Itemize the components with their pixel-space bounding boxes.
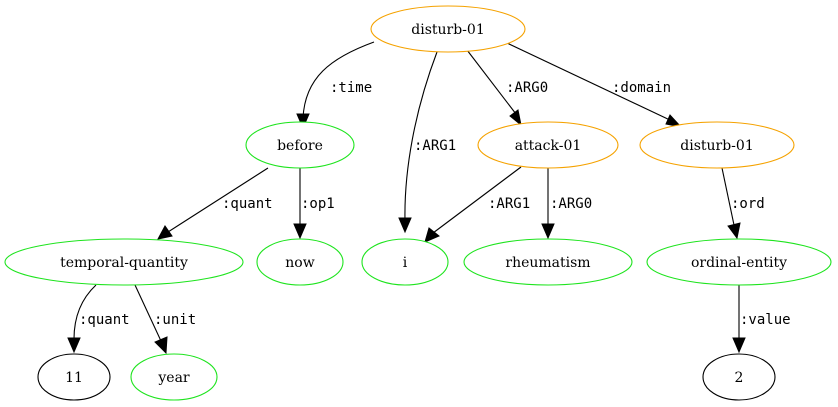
node-ellipse <box>361 238 449 286</box>
node-year[interactable]: year <box>130 353 218 401</box>
node-label: now <box>285 255 314 271</box>
node-label: attack-01 <box>515 138 582 154</box>
edge-attack-i: :ARG1 <box>424 166 530 243</box>
node-label: 2 <box>735 370 744 386</box>
node-ellipse <box>477 121 619 169</box>
edge-arrowhead <box>296 113 310 130</box>
node-two[interactable]: 2 <box>702 353 776 401</box>
edges-layer: :time :ARG1 :ARG0 :domain :quant <box>67 41 791 355</box>
edge-attack-rheumatism: :ARG0 <box>541 168 592 240</box>
edge-line <box>721 167 735 226</box>
edge-temporal-year: :unit <box>134 284 196 355</box>
node-disturb-domain[interactable]: disturb-01 <box>639 121 795 169</box>
node-ellipse <box>37 353 111 401</box>
edge-label-arg0-root: :ARG0 <box>506 80 548 96</box>
node-ellipse <box>646 238 832 286</box>
node-label: disturb-01 <box>680 138 753 154</box>
node-ellipse <box>4 238 244 286</box>
edge-disturb-domain: :domain <box>506 42 683 128</box>
edge-label-arg1-root: :ARG1 <box>414 138 456 154</box>
node-attack[interactable]: attack-01 <box>477 121 619 169</box>
edge-arrowhead <box>293 223 307 240</box>
edge-line <box>167 167 269 233</box>
edge-line <box>134 284 162 342</box>
edge-label-domain: :domain <box>612 80 671 96</box>
edge-disturb-attack: :ARG0 <box>466 49 548 127</box>
node-ordinal-entity[interactable]: ordinal-entity <box>646 238 832 286</box>
edge-before-temporal: :quant <box>157 167 273 240</box>
node-label: ordinal-entity <box>691 255 787 271</box>
edge-temporal-eleven: :quant <box>67 284 130 354</box>
edge-line <box>506 42 673 122</box>
node-temporal-quantity[interactable]: temporal-quantity <box>4 238 244 286</box>
edge-domain-ordinal: :ord <box>721 167 765 240</box>
edge-label-value: :value <box>740 312 791 328</box>
edge-line <box>404 51 438 222</box>
edge-label-unit: :unit <box>154 312 196 328</box>
node-label: before <box>277 138 323 154</box>
edge-arrowhead <box>67 337 81 354</box>
edge-line <box>302 41 375 119</box>
edge-label-ord: :ord <box>731 196 765 212</box>
edge-label-arg1-attack: :ARG1 <box>488 196 530 212</box>
edge-label-quant-before: :quant <box>222 196 273 212</box>
edge-label-op1: :op1 <box>301 196 335 212</box>
node-ellipse <box>463 238 633 286</box>
node-disturb-root[interactable]: disturb-01 <box>370 5 526 53</box>
node-rheumatism[interactable]: rheumatism <box>463 238 633 286</box>
edge-label-quant-temporal: :quant <box>79 312 130 328</box>
edge-before-now: :op1 <box>293 168 335 240</box>
edge-label-arg0-attack: :ARG0 <box>550 196 592 212</box>
node-ellipse <box>370 5 526 53</box>
edge-arrowhead <box>727 222 741 240</box>
node-now[interactable]: now <box>256 238 344 286</box>
edge-ordinal-two: :value <box>732 285 791 354</box>
edge-line <box>466 49 517 115</box>
node-label: rheumatism <box>505 255 590 271</box>
node-before[interactable]: before <box>245 121 355 169</box>
edge-arrowhead <box>509 109 522 127</box>
node-ellipse <box>702 353 776 401</box>
node-label: year <box>157 370 190 386</box>
edge-arrowhead <box>157 225 173 240</box>
edge-line <box>73 284 97 340</box>
node-ellipse <box>130 353 218 401</box>
node-label: i <box>403 255 408 271</box>
node-label: disturb-01 <box>411 22 484 38</box>
edge-disturb-i: :ARG1 <box>398 51 456 234</box>
edge-arrowhead <box>732 337 746 354</box>
node-ellipse <box>256 238 344 286</box>
edge-label-time: :time <box>330 80 372 96</box>
edge-arrowhead <box>398 217 412 234</box>
node-ellipse <box>245 121 355 169</box>
edge-arrowhead <box>424 227 440 243</box>
nodes-layer: disturb-01 before attack-01 disturb-01 t… <box>4 5 832 401</box>
node-i[interactable]: i <box>361 238 449 286</box>
edge-arrowhead <box>154 336 168 355</box>
node-eleven[interactable]: 11 <box>37 353 111 401</box>
edge-arrowhead <box>541 223 555 240</box>
edge-disturb-before: :time <box>296 41 375 130</box>
node-label: 11 <box>65 370 83 386</box>
node-label: temporal-quantity <box>60 255 188 271</box>
edge-line <box>432 166 522 234</box>
node-ellipse <box>639 121 795 169</box>
